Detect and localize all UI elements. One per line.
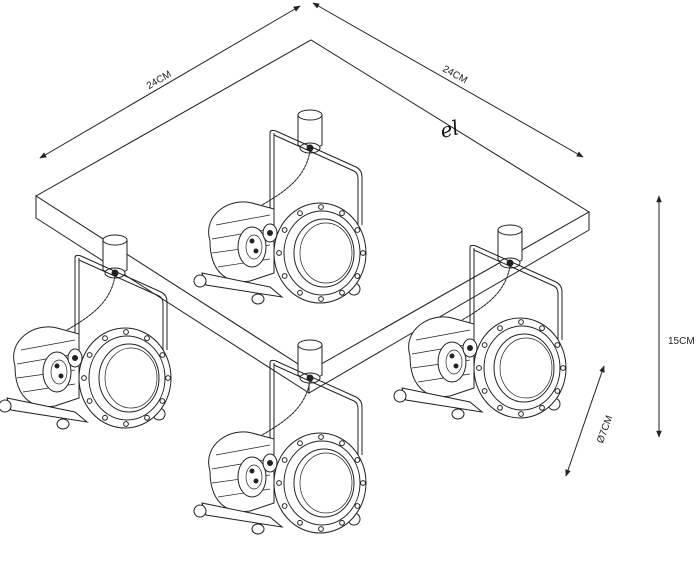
ring-screw-hole	[539, 325, 545, 332]
ring-screw-hole	[159, 398, 166, 404]
ring-screw-hole	[297, 210, 303, 217]
dimension-height-label: 15CM	[668, 336, 695, 347]
ring-screw-hole	[360, 480, 366, 486]
ring-screw-hole	[518, 319, 524, 325]
ring-screw-hole	[276, 480, 282, 486]
ring-screw-hole	[354, 273, 361, 279]
ring-screw-hole	[360, 250, 366, 256]
ring-screw-hole	[86, 352, 93, 358]
ring-screw-hole	[297, 519, 303, 526]
ring-screw-hole	[159, 352, 166, 358]
dimension-width-right-label: 24CM	[440, 64, 469, 87]
ring-screw-hole	[318, 526, 324, 532]
ring-screw-hole	[339, 289, 345, 296]
ring-screw-hole	[102, 335, 108, 342]
ring-screw-hole	[339, 210, 345, 217]
ring-screw-hole	[481, 388, 488, 394]
ring-screw-hole	[539, 404, 545, 411]
ring-screw-hole	[281, 457, 288, 463]
spotlight-right	[393, 224, 567, 420]
ring-screw-hole	[560, 365, 566, 371]
ring-screw-hole	[318, 296, 324, 302]
ring-screw-hole	[281, 503, 288, 509]
dimension-height: 15CM	[656, 195, 695, 438]
dimension-diameter-label: Ø7CM	[595, 414, 615, 445]
ring-screw-hole	[554, 342, 561, 348]
spotlight-front	[193, 339, 367, 535]
ring-screw-hole	[297, 440, 303, 447]
ring-screw-hole	[481, 342, 488, 348]
ring-screw-hole	[497, 404, 503, 411]
ring-screw-hole	[123, 329, 129, 335]
ring-screw-hole	[86, 398, 93, 404]
ring-screw-hole	[81, 375, 87, 381]
ring-screw-hole	[297, 289, 303, 296]
spotlight-front-left	[0, 234, 172, 430]
ring-screw-hole	[497, 325, 503, 332]
ring-screw-hole	[144, 414, 150, 421]
ring-screw-hole	[354, 227, 361, 233]
ring-screw-hole	[354, 503, 361, 509]
ring-screw-hole	[354, 457, 361, 463]
ring-screw-hole	[476, 365, 482, 371]
ring-screw-hole	[318, 204, 324, 210]
ring-screw-hole	[276, 250, 282, 256]
spotlight-back	[193, 109, 367, 305]
ring-screw-hole	[339, 440, 345, 447]
ring-screw-hole	[102, 414, 108, 421]
ring-screw-hole	[518, 411, 524, 417]
ring-screw-hole	[554, 388, 561, 394]
ring-screw-hole	[281, 273, 288, 279]
ring-screw-hole	[123, 421, 129, 427]
ring-screw-hole	[318, 434, 324, 440]
ring-screw-hole	[339, 519, 345, 526]
ring-screw-hole	[144, 335, 150, 342]
ring-screw-hole	[281, 227, 288, 233]
dimension-diameter: Ø7CM	[565, 365, 615, 477]
ring-screw-hole	[165, 375, 171, 381]
